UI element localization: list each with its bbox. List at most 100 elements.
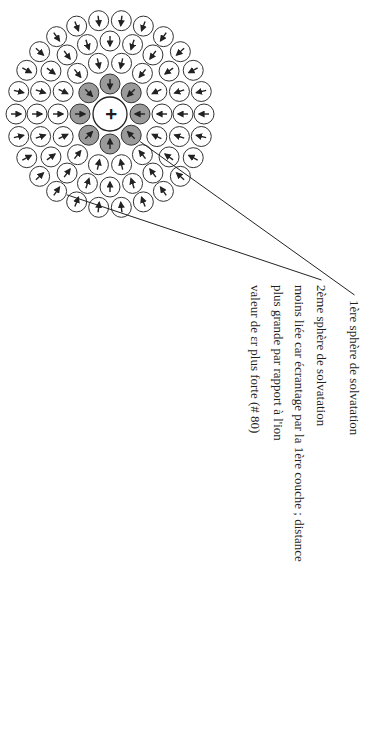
molecule-circle (68, 63, 88, 83)
solvent-molecule (77, 173, 97, 193)
solvent-molecule (133, 16, 153, 36)
molecule-circle (153, 27, 173, 47)
solvent-molecule (132, 63, 152, 83)
solvent-molecule (9, 82, 29, 102)
ion-circle (93, 97, 127, 131)
molecule-circle (112, 155, 132, 175)
molecule-circle (53, 81, 73, 101)
dipole-arrow (150, 51, 156, 59)
note-text: moins liée car écrantage par la 1ère cou… (268, 285, 310, 575)
dipole-arrow (189, 155, 198, 160)
dipole-arrow (165, 154, 173, 160)
dipole-arrow (128, 132, 135, 139)
dipole-arrow (47, 68, 55, 74)
dipole-arrow (97, 160, 99, 170)
solvent-molecule (112, 53, 132, 73)
molecule-circle (169, 81, 189, 101)
solvent-molecule (88, 155, 108, 175)
sphere-label: 1ère sphère de solvatation (344, 300, 365, 435)
dipole-arrow (75, 113, 85, 114)
solvent-molecule (194, 104, 214, 124)
molecule-circle (133, 16, 153, 36)
solvent-molecule (67, 16, 87, 36)
molecule-circle (183, 148, 203, 168)
dipole-arrow (53, 113, 63, 114)
molecule-circle (89, 11, 109, 31)
molecule-circle (79, 83, 99, 103)
dipole-arrow (177, 48, 184, 55)
molecule-circle (130, 104, 150, 124)
molecule-circle (30, 166, 50, 186)
solvent-molecule (100, 74, 120, 94)
dipole-arrow (54, 187, 60, 195)
dipole-arrow (121, 202, 122, 212)
dipole-arrow (178, 113, 188, 114)
solvent-molecule (89, 11, 109, 31)
solvent-molecule (153, 181, 173, 201)
solvent-molecule (111, 197, 131, 217)
solvent-molecule (47, 27, 67, 47)
solvent-molecule (191, 82, 211, 102)
molecule-circle (17, 60, 37, 80)
dipole-arrow (199, 113, 209, 114)
molecule-circle (112, 53, 132, 73)
molecule-circle (70, 104, 90, 124)
dipole-arrow (175, 90, 185, 93)
dipole-arrow (139, 69, 145, 77)
solvent-molecule (153, 27, 173, 47)
molecule-circle (159, 61, 179, 81)
molecule-circle (68, 145, 88, 165)
molecule-circle (111, 197, 131, 217)
dipole-arrow (32, 113, 42, 114)
solvent-molecule (130, 104, 150, 124)
molecule-circle (100, 177, 120, 197)
dipole-arrow (135, 113, 145, 114)
molecule-circle (57, 163, 77, 183)
dipole-arrow (139, 151, 145, 159)
molecule-circle (133, 192, 153, 212)
dipole-arrow (120, 58, 122, 68)
dipole-arrow (165, 68, 173, 74)
molecule-circle (41, 147, 61, 167)
molecule-circle (77, 35, 97, 55)
dipole-arrow (64, 169, 70, 177)
solvent-molecule (170, 166, 190, 186)
molecule-circle (53, 127, 73, 147)
dipole-arrow (196, 135, 206, 137)
molecule-circle (191, 126, 211, 146)
solvent-molecule (183, 148, 203, 168)
leader-line (140, 142, 354, 295)
dipole-arrow (14, 90, 24, 92)
solvent-molecule (31, 127, 51, 147)
molecule-circle (88, 53, 108, 73)
dipole-arrow (98, 16, 99, 26)
solvent-molecule (79, 125, 99, 145)
solvent-molecule (41, 147, 61, 167)
dipole-arrow (161, 33, 167, 41)
solvent-molecule (17, 60, 37, 80)
solvent-molecule (143, 163, 163, 183)
molecule-circle (147, 127, 167, 147)
solvent-molecule (152, 104, 172, 124)
dipole-arrow (36, 90, 46, 93)
solvent-molecule (169, 127, 189, 147)
solvent-molecule (79, 83, 99, 103)
molecule-circle (111, 11, 131, 31)
solvent-molecule (170, 42, 190, 62)
dipole-arrow (54, 33, 60, 41)
dipole-arrow (150, 169, 156, 177)
molecule-circle (88, 155, 108, 175)
molecule-circle (153, 181, 173, 201)
molecule-circle (31, 81, 51, 101)
dipole-arrow (36, 48, 43, 55)
solvent-molecule (147, 127, 167, 147)
dipole-arrow (98, 202, 99, 212)
solvent-molecule (111, 11, 131, 31)
dipole-arrow (161, 187, 167, 195)
dipole-arrow (175, 135, 185, 138)
dipole-arrow (109, 139, 110, 149)
dipole-arrow (86, 179, 89, 189)
solvent-molecule (17, 148, 37, 168)
solvent-molecule (53, 127, 73, 147)
dipole-arrow (11, 113, 21, 114)
